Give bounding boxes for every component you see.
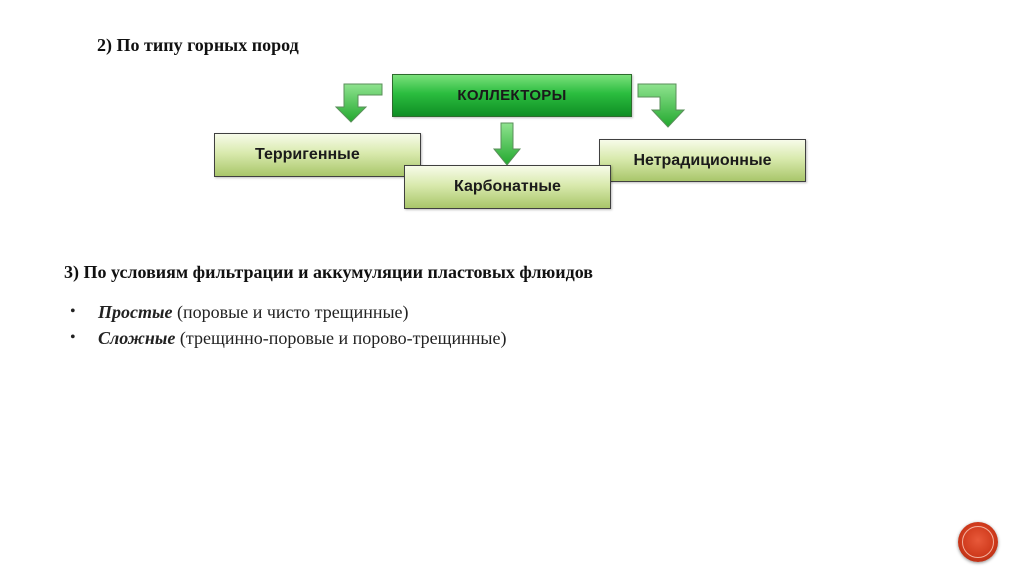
carbonate-box: Карбонатные bbox=[404, 165, 611, 209]
arrow-middle-down bbox=[492, 122, 522, 166]
list-item-text: (трещинно-поровые и порово-трещинные) bbox=[175, 328, 507, 348]
circle-nav-icon[interactable] bbox=[958, 522, 998, 562]
arrow-left-bent bbox=[334, 83, 383, 123]
nav-button-ring bbox=[962, 526, 994, 558]
list-item: • Сложные (трещинно-поровые и порово-тре… bbox=[70, 325, 507, 351]
bullet-dot-icon: • bbox=[70, 329, 76, 346]
section-title-rock-type: 2) По типу горных пород bbox=[97, 35, 299, 55]
arrow-right-bent bbox=[637, 83, 686, 128]
list-item-term: Простые bbox=[98, 302, 173, 322]
bullet-list: • Простые (поровые и чисто трещинные) • … bbox=[70, 299, 507, 351]
section-title-filtration: 3) По условиям фильтрации и аккумуляции … bbox=[64, 262, 593, 282]
list-item-text: (поровые и чисто трещинные) bbox=[172, 302, 409, 322]
list-item-term: Сложные bbox=[98, 328, 176, 348]
collectors-box: КОЛЛЕКТОРЫ bbox=[392, 74, 632, 117]
nontraditional-box: Нетрадиционные bbox=[599, 139, 806, 182]
bullet-dot-icon: • bbox=[70, 303, 76, 320]
list-item: • Простые (поровые и чисто трещинные) bbox=[70, 299, 507, 325]
terrigenous-box: Терригенные bbox=[214, 133, 421, 177]
